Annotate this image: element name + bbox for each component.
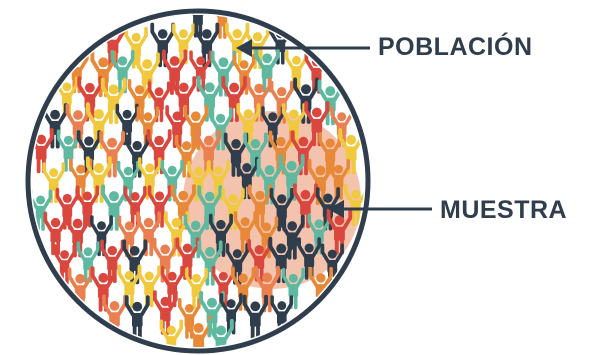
population-arrow-icon (236, 39, 370, 57)
person-icon (242, 294, 268, 341)
person-icon (137, 157, 162, 200)
person-icon (147, 185, 172, 228)
population-label: POBLACIÓN (378, 33, 533, 61)
person-icon (137, 265, 161, 308)
person-icon (208, 107, 233, 151)
person-icon (194, 22, 220, 68)
person-icon (254, 216, 279, 259)
person-icon (100, 77, 127, 125)
sample-arrow-icon (328, 200, 432, 218)
person-icon (185, 267, 208, 310)
person-icon (90, 266, 116, 312)
sample-label: MUESTRA (440, 196, 568, 224)
person-icon (161, 49, 188, 96)
person-icon (165, 105, 190, 149)
person-icon (208, 213, 233, 257)
person-icon (327, 158, 350, 200)
person-icon (269, 187, 294, 232)
population-circle-outline (25, 8, 371, 354)
person-icon (32, 189, 53, 231)
person-icon (90, 215, 113, 257)
person-icon (326, 208, 353, 255)
person-icon (211, 15, 234, 39)
person-icon (297, 237, 321, 280)
person-icon (124, 295, 150, 341)
person-icon (208, 318, 234, 347)
person-icon (175, 237, 200, 280)
